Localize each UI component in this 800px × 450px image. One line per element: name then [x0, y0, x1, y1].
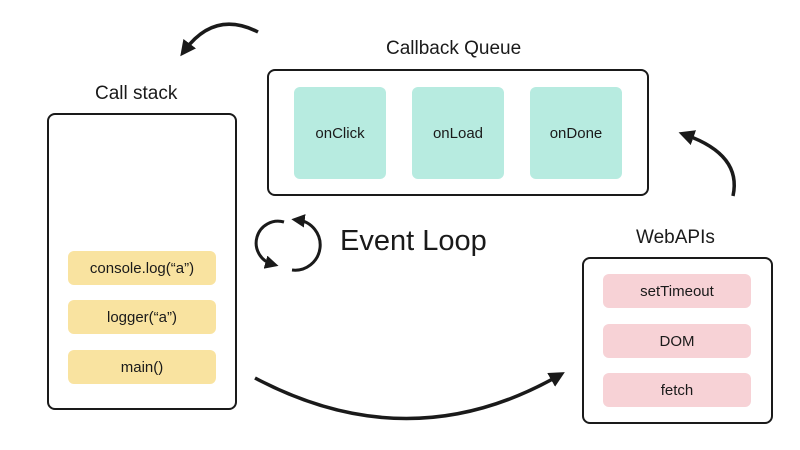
queue-item-ondone: onDone — [530, 87, 622, 179]
stack-frame-console-log: console.log(“a”) — [68, 251, 216, 285]
webapi-item-fetch: fetch — [603, 373, 751, 407]
webapi-item-dom: DOM — [603, 324, 751, 358]
webapis-box: setTimeout DOM fetch — [582, 257, 773, 424]
call-stack-box: console.log(“a”) logger(“a”) main() — [47, 113, 237, 410]
queue-item-onclick: onClick — [294, 87, 386, 179]
stack-frame-main: main() — [68, 350, 216, 384]
call-stack-title: Call stack — [95, 83, 178, 104]
event-loop-label: Event Loop — [340, 225, 487, 257]
stack-frame-logger: logger(“a”) — [68, 300, 216, 334]
queue-to-stack-arrow — [180, 22, 259, 57]
webapis-title: WebAPIs — [636, 227, 715, 248]
webapis-to-queue-arrow — [678, 130, 736, 197]
webapi-item-settimeout: setTimeout — [603, 274, 751, 308]
queue-item-onload: onLoad — [412, 87, 504, 179]
cycle-icon — [254, 214, 322, 272]
callback-queue-title: Callback Queue — [386, 38, 522, 59]
callback-queue-box: onClick onLoad onDone — [267, 69, 649, 196]
stack-to-webapis-arrow — [254, 372, 565, 421]
